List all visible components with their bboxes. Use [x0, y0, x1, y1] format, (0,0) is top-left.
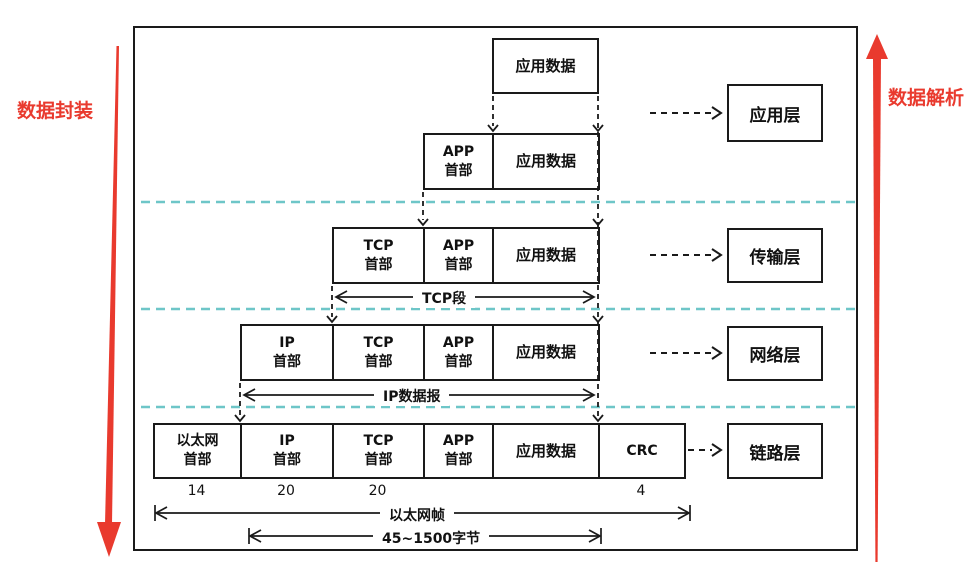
layer-box-transport: 传输层 — [727, 228, 823, 283]
cell-label-bottom: 首部 — [444, 256, 473, 273]
byte-count-ethernet-header: 14 — [187, 483, 206, 499]
cell-application-data: 应用数据 — [492, 227, 600, 284]
cell-application-data: 应用数据 — [492, 423, 600, 479]
cell-label-bottom: 首部 — [364, 353, 393, 370]
cell-label-top: TCP — [363, 237, 394, 254]
cell-tcp-header: TCP 首部 — [332, 423, 425, 479]
byte-count-crc: 4 — [636, 483, 646, 499]
cell-crc: CRC — [598, 423, 686, 479]
cell-label-top: APP — [442, 143, 475, 160]
layer-box-application: 应用层 — [727, 84, 823, 142]
cell-tcp-header: TCP 首部 — [332, 227, 425, 284]
row-ip-datagram: IP 首部 TCP 首部 APP 首部 应用数据 — [240, 324, 600, 381]
layer-label: 应用层 — [749, 105, 801, 125]
cell-label-bottom: 首部 — [183, 452, 212, 468]
layer-box-link: 链路层 — [727, 423, 823, 479]
cell-app-header: APP 首部 — [423, 423, 494, 479]
cell-label: 应用数据 — [515, 343, 576, 362]
cell-ip-header: IP 首部 — [240, 324, 334, 381]
cell-label: 应用数据 — [515, 152, 576, 171]
cell-label-bottom: 首部 — [444, 452, 473, 468]
cell-label-top: TCP — [363, 433, 394, 450]
cell-application-data: 应用数据 — [492, 324, 600, 381]
cell-application-data: 应用数据 — [492, 133, 600, 190]
diagram-frame — [133, 26, 858, 551]
cell-label-bottom: 首部 — [444, 162, 473, 179]
layer-label: 传输层 — [749, 248, 801, 267]
layer-box-network: 网络层 — [727, 326, 823, 381]
cell-app-header: APP 首部 — [423, 133, 494, 190]
parsing-arrow-up — [866, 34, 888, 562]
parsing-label: 数据解析 — [888, 87, 965, 109]
cell-label-top: IP — [279, 334, 295, 351]
cell-ip-header: IP 首部 — [240, 423, 334, 479]
row-app-segment: APP 首部 应用数据 — [423, 133, 600, 190]
row-tcp-segment: TCP 首部 APP 首部 应用数据 — [332, 227, 600, 284]
cell-label-top: APP — [442, 433, 475, 450]
encapsulation-label: 数据封装 — [17, 100, 94, 122]
layer-label: 链路层 — [749, 443, 801, 463]
cell-label: CRC — [626, 442, 658, 459]
cell-label-bottom: 首部 — [444, 353, 473, 370]
layer-label: 网络层 — [749, 346, 801, 365]
encapsulation-arrow-down — [97, 46, 121, 557]
cell-application-data: 应用数据 — [492, 38, 599, 94]
cell-label: 应用数据 — [515, 246, 576, 265]
row-ethernet-frame: 以太网 首部 IP 首部 TCP 首部 APP 首部 应用数据 CRC — [153, 423, 686, 479]
tcp-segment-label: TCP段 — [413, 288, 476, 308]
cell-label-top: APP — [442, 334, 475, 351]
ip-datagram-label: IP数据报 — [374, 386, 450, 406]
byte-count-tcp-header: 20 — [368, 483, 387, 499]
byte-range-label: 45~1500字节 — [373, 528, 490, 548]
cell-label-top: APP — [442, 237, 475, 254]
cell-label-top: IP — [279, 433, 295, 450]
cell-app-header: APP 首部 — [423, 227, 494, 284]
cell-app-header: APP 首部 — [423, 324, 494, 381]
ethernet-frame-label: 以太网帧 — [380, 505, 454, 525]
cell-label-bottom: 首部 — [364, 452, 393, 468]
cell-label-bottom: 首部 — [273, 452, 301, 468]
cell-tcp-header: TCP 首部 — [332, 324, 425, 381]
cell-label: 应用数据 — [515, 441, 576, 460]
byte-count-ip-header: 20 — [277, 483, 295, 499]
cell-label: 应用数据 — [515, 56, 576, 75]
cell-label-top: TCP — [363, 334, 394, 351]
cell-label-top: 以太网 — [176, 433, 219, 450]
cell-ethernet-header: 以太网 首部 — [153, 423, 242, 479]
cell-label-bottom: 首部 — [273, 353, 301, 370]
row-application-data: 应用数据 — [492, 38, 599, 94]
cell-label-bottom: 首部 — [364, 256, 393, 273]
